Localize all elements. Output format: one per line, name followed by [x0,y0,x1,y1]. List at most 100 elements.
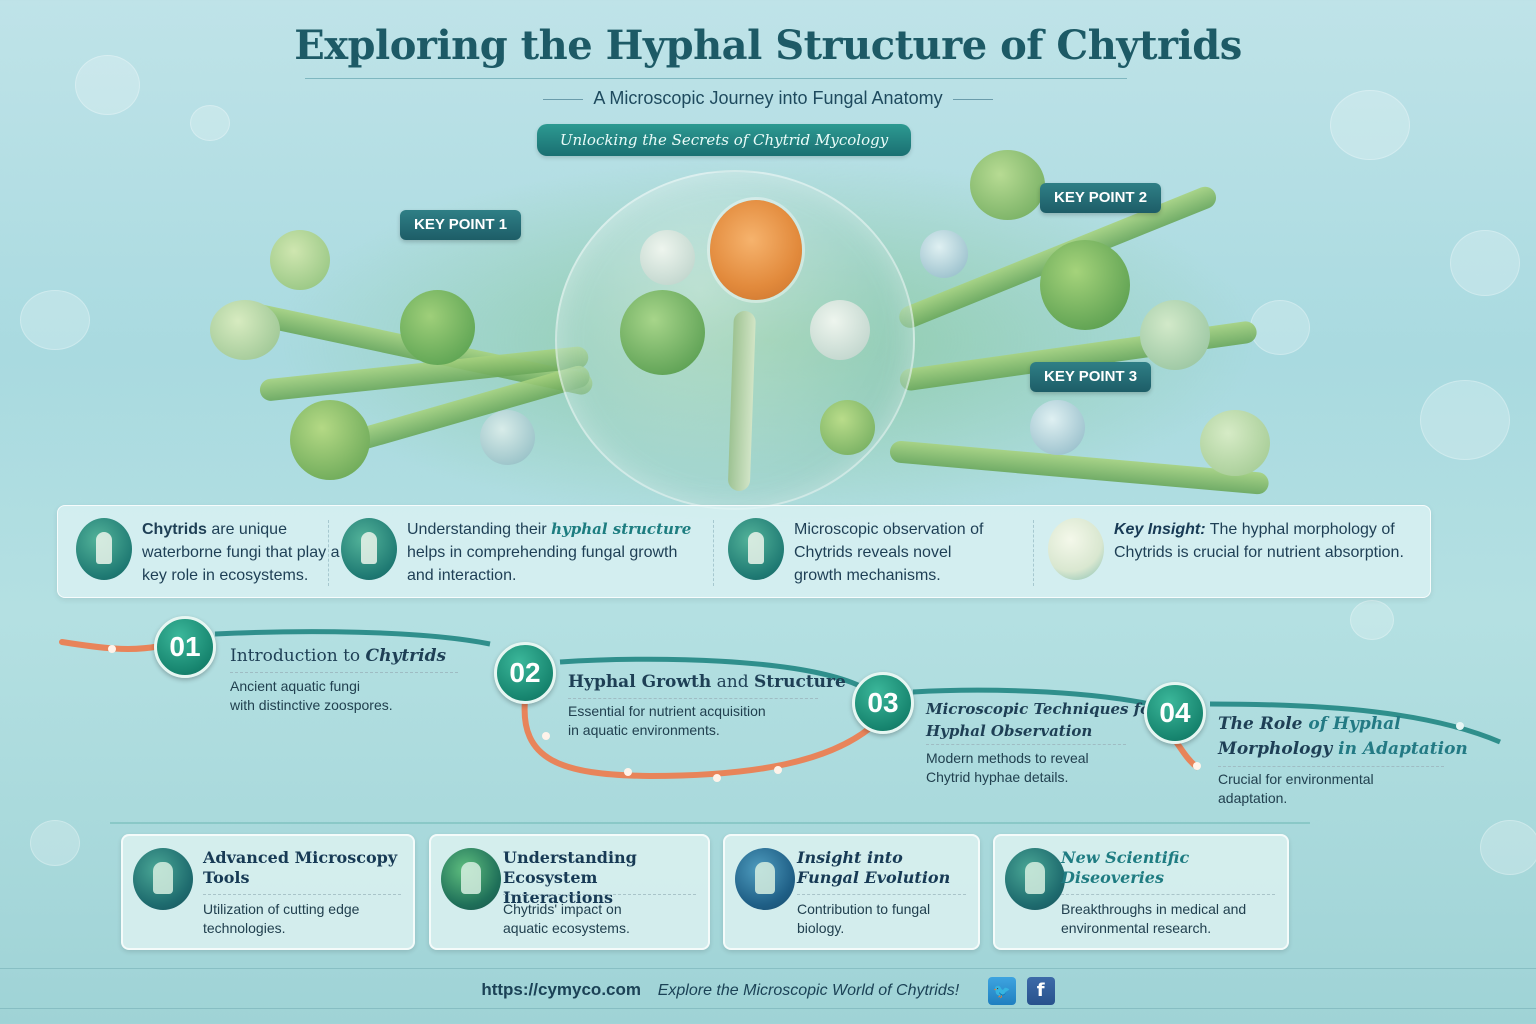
info-bold: Chytrids [142,521,207,538]
footer-divider [0,1008,1536,1009]
step-01-title: Introduction to Chytrids [230,646,446,666]
step-03-description: Modern methods to reveal Chytrid hyphae … [926,749,1089,787]
info-bold: Key Insight: [1114,521,1206,538]
card-divider [503,894,696,895]
bubble-decoration [30,820,80,866]
card-title-line: Advanced Microscopy [203,848,398,867]
info-item-key-insight: Key Insight: The hyphal morphology of Ch… [1048,518,1414,588]
card-title-line: Diseoveries [1061,868,1164,887]
card-divider [203,894,401,895]
info-text: Chytrids are unique waterborne fungi tha… [142,518,342,587]
info-emphasis: hyphal structure [551,520,692,538]
observation-icon [728,518,784,580]
divider [1033,520,1034,586]
step-02-badge: 02 [494,642,556,704]
bubble-decoration [1480,820,1536,875]
tagline-banner: Unlocking the Secrets of Chytrid Mycolog… [537,124,911,156]
page-subtitle: A Microscopic Journey into Fungal Anatom… [0,88,1536,109]
facebook-icon[interactable]: f [1026,976,1055,1005]
step-divider [1218,766,1444,767]
sporangium [290,400,370,480]
card-title: Understanding Ecosystem Interactions [503,848,708,908]
card-title-line: Tools [203,868,250,887]
info-body: Understanding their [407,521,552,538]
key-point-3-label: KEY POINT 3 [1030,362,1152,392]
key-point-2-label: KEY POINT 2 [1040,183,1162,213]
hypha-icon [341,518,397,580]
card-scientific-discoveries: New Scientific Diseoveries Breakthroughs… [993,834,1289,950]
cards-band [110,822,1310,962]
step-title-part: Hyphal Growth [568,672,712,692]
sporangium [1040,240,1130,330]
microscope-tools-icon [133,848,193,910]
spore [640,230,695,285]
spore [480,410,535,465]
step-divider [926,744,1126,745]
page-title: Exploring the Hyphal Structure of Chytri… [294,22,1242,69]
info-bar: Chytrids are unique waterborne fungi tha… [57,505,1431,598]
step-02-title: Hyphal Growth and Structure [568,672,846,692]
title-underline [305,78,1127,79]
card-desc-line: aquatic ecosystems. [503,920,630,936]
card-desc-line: Chytrids' impact on [503,901,622,917]
step-title-part: Morphology [1218,739,1333,759]
sporangium [210,300,280,360]
twitter-icon[interactable]: 🐦 [987,976,1016,1005]
sporangium [820,400,875,455]
bubble-decoration [190,105,230,141]
card-description: Breakthroughs in medical and environment… [1061,900,1246,938]
step-01-description: Ancient aquatic fungi with distinctive z… [230,677,393,715]
info-body: helps in comprehending fungal growth and… [407,544,678,584]
info-text: Understanding their hyphal structure hel… [407,518,707,587]
card-fungal-evolution: Insight into Fungal Evolution Contributi… [723,834,980,950]
step-title-part: Structure [754,672,846,692]
card-title: Advanced Microscopy Tools [203,848,397,888]
step-desc-line: Chytrid hyphae details. [926,769,1069,785]
step-desc-line: Modern methods to reveal [926,750,1089,766]
card-desc-line: Utilization of cutting edge [203,901,360,917]
step-04-title: The Role of Hyphal Morphology in Adaptat… [1218,712,1468,762]
step-03-title: Microscopic Techniques for Hyphal Observ… [926,698,1158,742]
footer-divider [0,968,1536,969]
step-title-part: Hyphal Observation [926,722,1093,740]
sporangium [1200,410,1270,476]
evolution-flask-icon [735,848,795,910]
footer-slogan: Explore the Microscopic World of Chytrid… [657,982,960,999]
card-desc-line: technologies. [203,920,286,936]
step-04-badge: 04 [1144,682,1206,744]
hero-illustration: KEY POINT 1 KEY POINT 2 KEY POINT 3 [200,150,1350,510]
card-description: Contribution to fungal biology. [797,900,930,938]
microscope-icon [76,518,132,580]
info-body: are unique waterborne fungi that play a … [142,521,340,584]
step-divider [230,672,458,673]
divider [713,520,714,586]
card-divider [1061,894,1275,895]
card-desc-line: biology. [797,920,845,936]
sporangium [970,150,1045,220]
sporangium [270,230,330,290]
card-title: New Scientific Diseoveries [1061,848,1189,888]
orange-sporangium [710,200,802,300]
step-divider [568,698,818,699]
sporangium [400,290,475,365]
step-title-part: Chytrids [365,646,447,666]
bubble-decoration [20,290,90,350]
step-01-badge: 01 [154,616,216,678]
step-desc-line: Ancient aquatic fungi [230,678,360,694]
discovery-icon [1005,848,1065,910]
card-title-line: Insight into [797,848,903,867]
ecosystem-icon [441,848,501,910]
website-link[interactable]: https://cymyco.com [481,980,641,999]
step-desc-line: Essential for nutrient acquisition [568,703,766,719]
spore [810,300,870,360]
spore [1030,400,1085,455]
step-desc-line: adaptation. [1218,790,1288,806]
card-desc-line: environmental research. [1061,920,1212,936]
spore [920,230,968,278]
step-title-part: of Hyphal [1302,714,1401,734]
card-ecosystem-interactions: Understanding Ecosystem Interactions Chy… [429,834,710,950]
step-title-part: The Role [1218,714,1303,734]
step-title-part: in Adaptation [1332,739,1468,759]
info-text: Key Insight: The hyphal morphology of Ch… [1114,518,1414,564]
card-title-line: New Scientific [1061,848,1190,867]
